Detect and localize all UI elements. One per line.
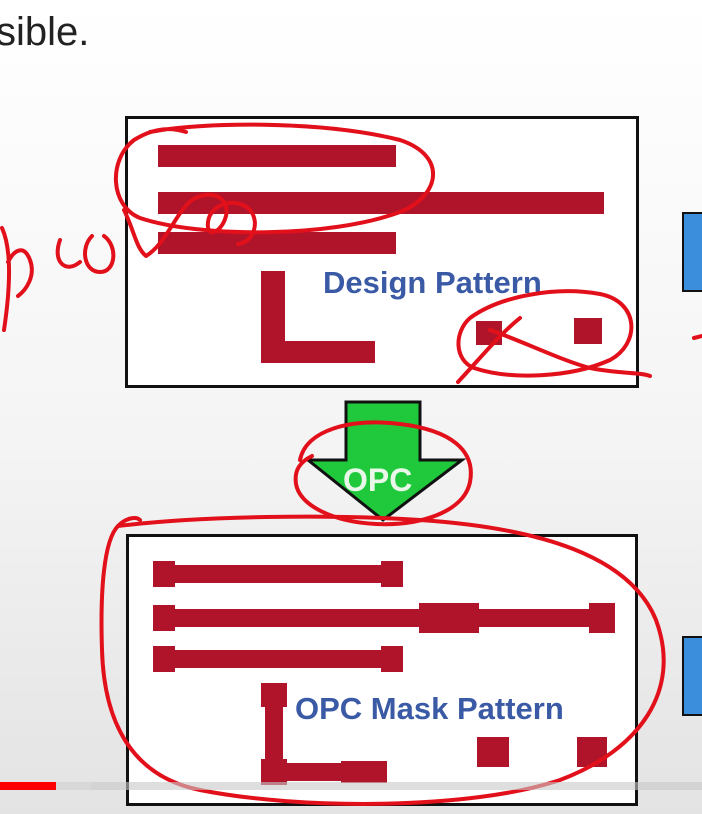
- opc-arrow: [303, 400, 467, 522]
- design-line-long: [158, 192, 604, 214]
- opc-mask-pattern-box: OPC Mask Pattern: [126, 534, 638, 806]
- design-square-right: [574, 318, 602, 344]
- design-line-top: [158, 145, 396, 167]
- side-block-bottom: [682, 636, 702, 716]
- design-line-bottom: [158, 232, 396, 254]
- design-pattern-box: Design Pattern: [125, 116, 639, 388]
- progress-played: [0, 782, 57, 790]
- design-pattern-label: Design Pattern: [323, 265, 542, 300]
- video-progress-bar[interactable]: [0, 782, 702, 790]
- side-block-top: [682, 212, 702, 292]
- opc-label: OPC: [343, 462, 413, 498]
- intro-text: sible.: [0, 10, 90, 54]
- design-l-horizontal: [261, 341, 375, 363]
- opc-mask-pattern-label: OPC Mask Pattern: [295, 691, 564, 726]
- opc-mask-features: [153, 561, 615, 785]
- design-square-left: [476, 321, 502, 345]
